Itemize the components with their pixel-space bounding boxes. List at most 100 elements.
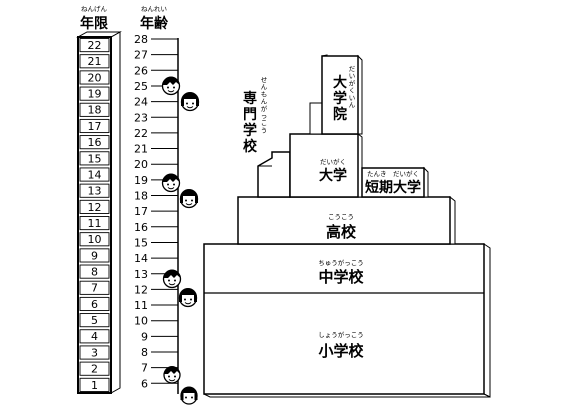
year-label: 20 [88, 71, 102, 84]
years-header-ruby: ねんげん [81, 4, 108, 13]
year-cell [79, 70, 110, 85]
girl-face-age-6 [180, 386, 198, 405]
year-cell [79, 38, 110, 53]
vocational-label: 専門学校 [243, 90, 258, 155]
year-label: 22 [88, 39, 102, 52]
year-label: 3 [91, 346, 98, 359]
year-label: 12 [88, 201, 102, 214]
year-label: 1 [91, 379, 98, 392]
year-cell [79, 167, 110, 182]
year-label: 10 [88, 233, 102, 246]
year-label: 13 [88, 185, 102, 198]
graduate-school-block [309, 54, 363, 135]
year-label: 6 [91, 298, 98, 311]
year-cell [79, 118, 110, 134]
years-header: 年限 [80, 15, 108, 32]
age-label: 20 [134, 158, 148, 171]
age-label: 24 [134, 96, 148, 109]
year-label: 2 [91, 363, 98, 376]
elementary-ruby: しょうがっこう [318, 330, 364, 339]
university-label: 大学 [319, 167, 347, 184]
year-cell [79, 102, 110, 117]
age-label: 14 [134, 252, 148, 265]
year-cell [79, 151, 110, 166]
age-label: 28 [134, 33, 148, 46]
year-label: 9 [91, 249, 98, 262]
year-cell [79, 329, 110, 344]
age-label: 10 [134, 315, 148, 328]
age-label: 26 [134, 64, 148, 77]
year-label: 16 [88, 136, 102, 149]
elementary-junior-high-block [203, 243, 491, 398]
age-label: 17 [134, 205, 148, 218]
age-label: 9 [141, 330, 148, 343]
age-label: 16 [134, 221, 148, 234]
year-label: 5 [91, 314, 98, 327]
year-cell [79, 361, 110, 376]
year-label: 8 [91, 266, 98, 279]
year-label: 21 [88, 55, 102, 68]
high-school-label: 高校 [326, 223, 357, 241]
year-label: 7 [91, 282, 98, 295]
year-cell [79, 232, 110, 247]
university-block [289, 133, 363, 198]
year-label: 19 [88, 88, 102, 101]
boy-face-age-13 [162, 269, 182, 289]
boy-face-age-7 [163, 366, 181, 384]
year-label: 11 [88, 217, 102, 230]
age-label: 11 [134, 299, 148, 312]
age-label: 12 [134, 283, 148, 296]
year-cell [79, 135, 110, 150]
age-label: 21 [134, 143, 148, 156]
age-label: 19 [134, 174, 148, 187]
year-cell [79, 248, 110, 263]
age-ruler: 28 27 26 25 24 23 22 21 20 19 18 17 16 15 14 13 12 11 10 9 8… [134, 33, 179, 394]
year-cell [79, 264, 110, 279]
year-cell [79, 216, 110, 231]
graduate-school-ruby: だいがくいん [349, 65, 356, 109]
age-label: 13 [134, 268, 148, 281]
year-cell [79, 280, 110, 295]
year-label: 4 [91, 330, 98, 343]
age-label: 15 [134, 236, 148, 249]
junior-college-block [361, 166, 429, 198]
graduate-school-label: 大学院 [333, 74, 347, 123]
year-cell [79, 54, 110, 69]
year-label: 14 [88, 168, 102, 181]
age-label: 23 [134, 111, 148, 124]
junior-college-label: 短期大学 [365, 179, 421, 196]
boy-face-age-25 [161, 76, 181, 96]
girl-face-age-18 [179, 189, 199, 209]
year-cell [79, 345, 110, 360]
year-label: 17 [88, 120, 102, 133]
university-ruby: だいがく [320, 157, 346, 166]
age-header-ruby: ねんれい [141, 5, 167, 13]
age-label: 8 [141, 346, 148, 359]
junior-high-label: 中学校 [318, 268, 364, 286]
junior-high-ruby: ちゅうがっこう [318, 258, 364, 267]
year-label: 15 [88, 152, 102, 165]
age-label: 27 [134, 49, 148, 62]
boy-face-age-19 [161, 173, 181, 193]
girl-face-age-24 [180, 92, 200, 112]
year-cell [79, 86, 110, 101]
age-label: 7 [141, 362, 148, 375]
year-cell [79, 296, 110, 312]
age-label: 18 [134, 190, 148, 203]
high-school-block [237, 195, 456, 245]
age-header: 年齢 [140, 15, 169, 32]
year-label: 18 [88, 104, 102, 117]
vocational-block [257, 151, 291, 198]
high-school-ruby: こうこう [328, 213, 354, 221]
year-cell [79, 199, 110, 214]
vocational-ruby: せんもんがっこう [261, 76, 268, 134]
year-cell [79, 377, 110, 392]
age-label: 22 [134, 127, 148, 140]
year-cell [79, 313, 110, 328]
year-cell [79, 183, 110, 198]
age-label: 25 [134, 80, 148, 93]
girl-face-age-12 [178, 288, 198, 308]
age-label: 6 [141, 377, 148, 390]
